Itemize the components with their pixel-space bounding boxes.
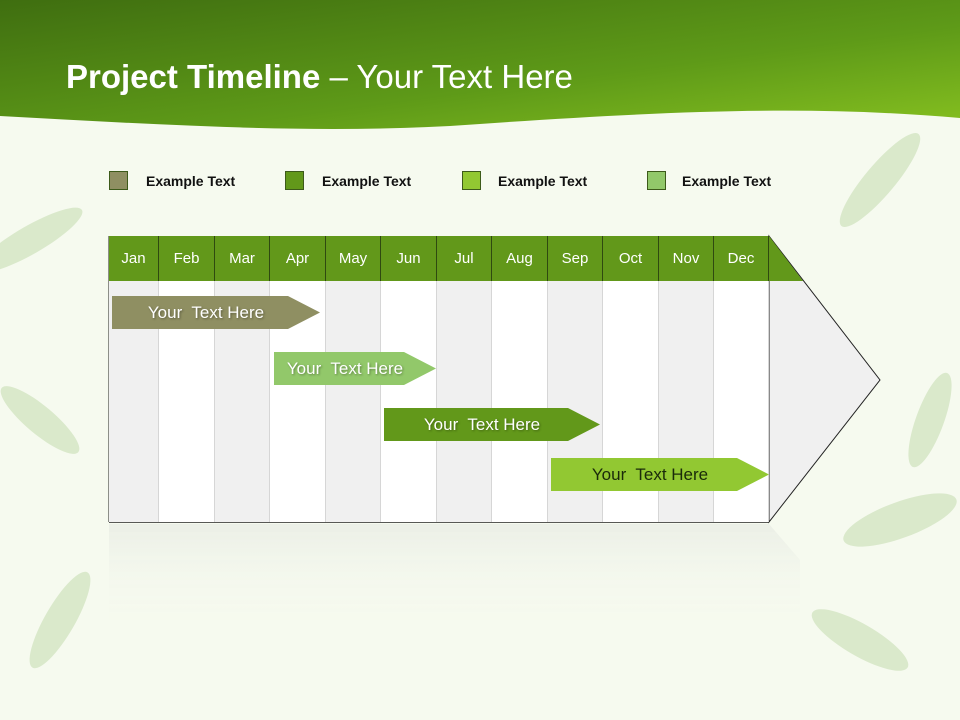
month-header-apr: Apr	[270, 236, 326, 281]
legend-swatch	[647, 171, 666, 190]
month-header-jun: Jun	[381, 236, 437, 281]
timeline-reflection	[109, 524, 800, 620]
task-label: Your Text Here	[423, 415, 541, 434]
month-header-sep: Sep	[548, 236, 603, 281]
legend-swatch	[109, 171, 128, 190]
legend-label: Example Text	[146, 173, 236, 189]
task-bar[interactable]: Your Text Here	[274, 352, 436, 385]
legend-swatch	[285, 171, 304, 190]
month-header-mar: Mar	[215, 236, 270, 281]
month-header-jul: Jul	[437, 236, 492, 281]
task-bar[interactable]: Your Text Here	[112, 296, 320, 329]
task-bar[interactable]: Your Text Here	[551, 458, 769, 491]
title-rest: – Your Text Here	[320, 58, 573, 95]
page-title: Project Timeline – Your Text Here	[66, 58, 573, 96]
header-band	[0, 0, 960, 129]
task-label: Your Text Here	[147, 303, 265, 322]
task-label: Your Text Here	[286, 359, 404, 378]
month-header-dec: Dec	[714, 236, 769, 281]
month-header-may: May	[326, 236, 381, 281]
legend-label: Example Text	[498, 173, 588, 189]
legend-label: Example Text	[322, 173, 412, 189]
task-label: Your Text Here	[591, 465, 709, 484]
legend-label: Example Text	[682, 173, 772, 189]
title-bold: Project Timeline	[66, 58, 321, 95]
task-bar[interactable]: Your Text Here	[384, 408, 600, 441]
month-column	[381, 281, 437, 522]
month-header-feb: Feb	[159, 236, 215, 281]
month-column	[326, 281, 381, 522]
month-column	[492, 281, 548, 522]
legend-swatch	[462, 171, 481, 190]
timeline-arrow-head	[768, 234, 881, 524]
month-header-aug: Aug	[492, 236, 548, 281]
leaf-decoration	[0, 133, 957, 671]
month-header-jan: Jan	[109, 236, 159, 281]
month-column	[437, 281, 492, 522]
header-arrow-corner	[769, 236, 803, 281]
month-header-nov: Nov	[659, 236, 714, 281]
month-header-oct: Oct	[603, 236, 659, 281]
